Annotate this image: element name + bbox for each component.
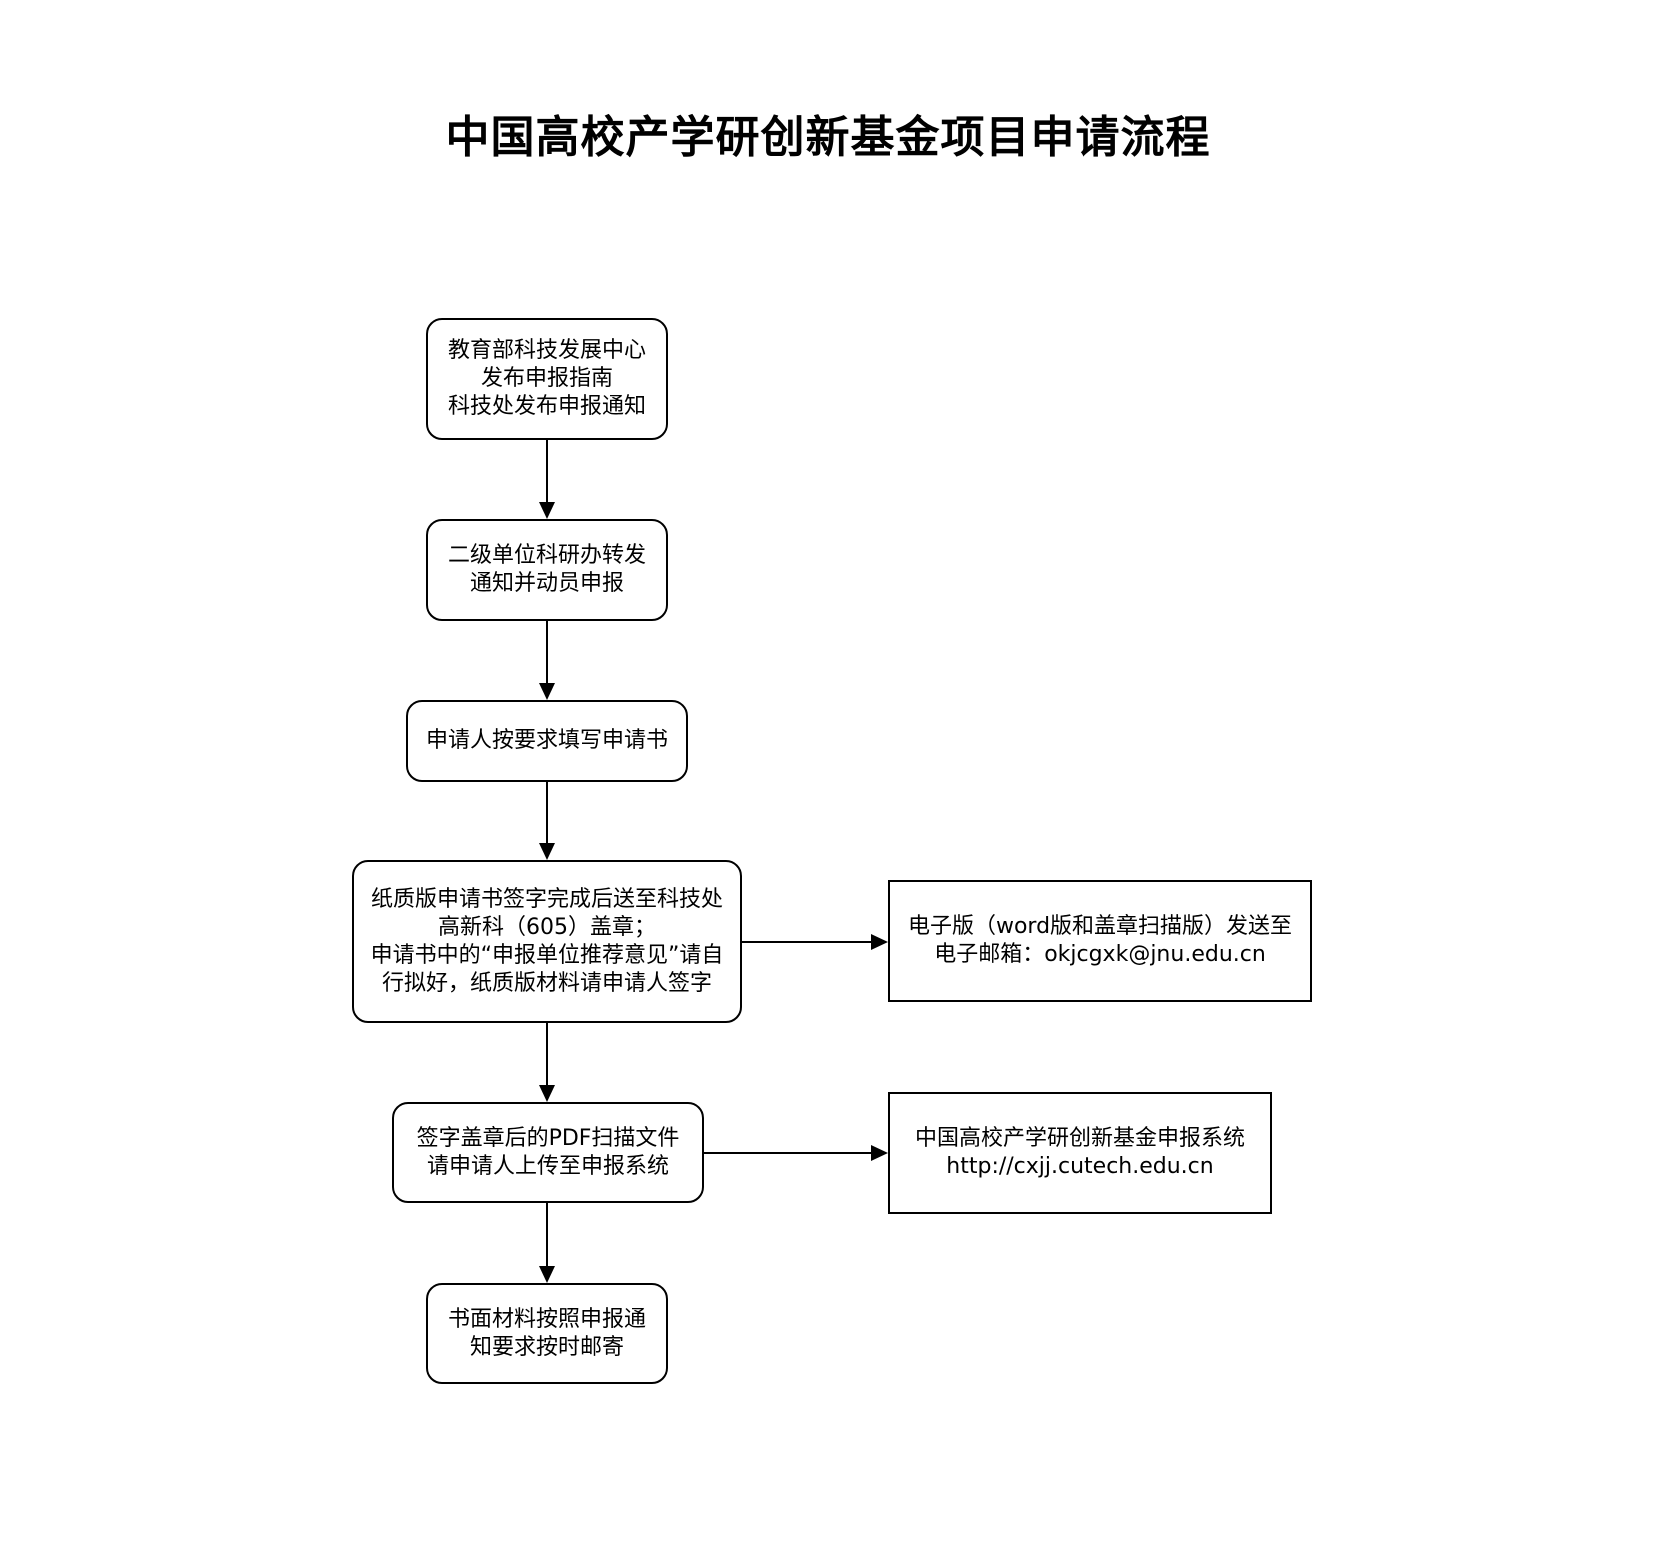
node-text-line: 电子邮箱：okjcgxk@jnu.edu.cn [934, 942, 1266, 967]
node-step5-upload-pdf: 签字盖章后的PDF扫描文件 请申请人上传至申报系统 [392, 1102, 704, 1203]
node-step2-forward-notice: 二级单位科研办转发 通知并动员申报 [426, 519, 668, 621]
node-step4-sign-and-stamp: 纸质版申请书签字完成后送至科技处 高新科（605）盖章； 申请书中的“申报单位推… [352, 860, 742, 1023]
node-email-submission: 电子版（word版和盖章扫描版）发送至 电子邮箱：okjcgxk@jnu.edu… [888, 880, 1312, 1002]
node-text-line: 书面材料按照申报通 [447, 1306, 646, 1332]
node-application-system: 中国高校产学研创新基金申报系统 http://cxjj.cutech.edu.c… [888, 1092, 1272, 1214]
node-text-line: 请申请人上传至申报系统 [426, 1153, 669, 1179]
arrowhead [539, 843, 555, 860]
arrowhead [539, 1266, 555, 1283]
node-text-line: 申请人按要求填写申请书 [425, 728, 668, 753]
node-text-line: 教育部科技发展中心 [447, 338, 646, 363]
node-text-line: 申请书中的“申报单位推荐意见”请自 [370, 942, 724, 968]
node-text-line: 纸质版申请书签字完成后送至科技处 [370, 886, 723, 912]
arrowhead [539, 1085, 555, 1102]
arrowhead [539, 683, 555, 700]
node-text-line: 知要求按时邮寄 [469, 1334, 624, 1360]
node-step6-mail-materials: 书面材料按照申报通 知要求按时邮寄 [426, 1283, 668, 1384]
arrowhead [539, 502, 555, 519]
node-text-line: 中国高校产学研创新基金申报系统 [914, 1126, 1245, 1151]
node-text-line: 高新科（605）盖章； [438, 914, 656, 940]
node-step1-publish-guide: 教育部科技发展中心 发布申报指南 科技处发布申报通知 [426, 318, 668, 440]
node-text-line: 科技处发布申报通知 [447, 394, 646, 419]
node-text-line: 发布申报指南 [480, 366, 613, 391]
node-text-line: 二级单位科研办转发 [447, 543, 646, 568]
page-title: 中国高校产学研创新基金项目申请流程 [445, 112, 1211, 163]
node-text-line: http://cxjj.cutech.edu.cn [946, 1154, 1214, 1179]
node-text-line: 签字盖章后的PDF扫描文件 [416, 1125, 680, 1151]
node-text-line: 行拟好，纸质版材料请申请人签字 [381, 970, 712, 996]
arrowhead [871, 934, 888, 950]
node-text-line: 电子版（word版和盖章扫描版）发送至 [907, 914, 1293, 939]
arrowhead [871, 1145, 888, 1161]
node-step3-fill-application: 申请人按要求填写申请书 [406, 700, 688, 782]
node-text-line: 通知并动员申报 [469, 571, 624, 596]
